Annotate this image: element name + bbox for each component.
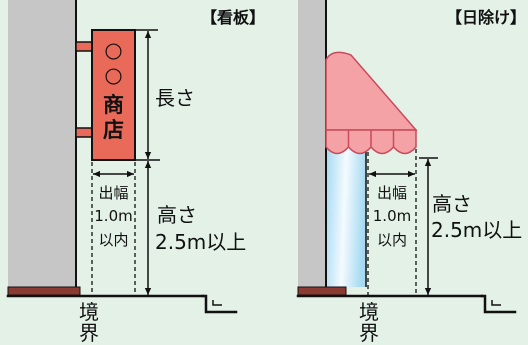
- boundary-label-char-1: 境: [79, 300, 99, 324]
- projection-label-line1: 出幅: [377, 184, 407, 202]
- building-wall: [8, 0, 76, 288]
- wall-base: [297, 286, 347, 296]
- sign-bracket-upper: [75, 41, 94, 52]
- curb-step-inner: [212, 300, 222, 306]
- sign-panel: 【看板】 ○ ○ 商 店 長さ 出幅 1.0m 以内 高さ 2.5m以上 境 界: [6, 0, 265, 345]
- curb-step-inner: [491, 300, 501, 306]
- boundary-label-char-2: 界: [79, 321, 99, 345]
- height-label-line2: 2.5m以上: [431, 218, 522, 242]
- glass-door: [327, 140, 366, 287]
- height-label-line2: 2.5m以上: [155, 230, 246, 254]
- curb-step: [480, 294, 517, 314]
- boundary-label-char-2: 界: [359, 321, 379, 345]
- building-wall: [298, 0, 326, 288]
- height-label-line1: 高さ: [432, 192, 472, 216]
- projection-label-line2: 1.0m: [94, 207, 132, 225]
- signboard: [91, 29, 136, 161]
- sign-char-2: ○: [104, 63, 122, 87]
- sign-char-4: 店: [103, 118, 124, 142]
- wall-base: [7, 286, 81, 296]
- awning-panel: 【日除け】 出幅 1.0m 以内 高さ 2.5m以上 境 界: [296, 0, 526, 345]
- sign-char-3: 商: [103, 93, 124, 117]
- height-label-line1: 高さ: [157, 203, 197, 227]
- sign-panel-title: 【看板】: [201, 8, 265, 27]
- projection-label-line3: 以内: [98, 231, 128, 249]
- awning-canopy: [325, 51, 418, 131]
- boundary-label-char-1: 境: [359, 300, 379, 324]
- projection-label-line2: 1.0m: [373, 207, 411, 225]
- sign-bracket-lower: [75, 127, 94, 138]
- sign-char-1: ○: [104, 38, 122, 62]
- curb-step: [201, 294, 238, 314]
- awning-panel-title: 【日除け】: [446, 8, 526, 27]
- length-label: 長さ: [155, 86, 195, 110]
- projection-label-line1: 出幅: [98, 184, 128, 202]
- projection-label-line3: 以内: [377, 231, 407, 249]
